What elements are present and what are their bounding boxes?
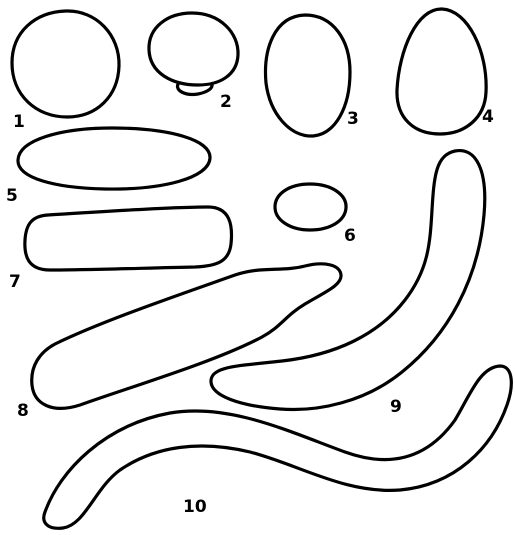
shape-1-outline bbox=[12, 11, 119, 117]
shape-5-outline bbox=[18, 128, 210, 189]
shape-3-number: 3 bbox=[347, 109, 359, 129]
shape-9: 9 bbox=[211, 151, 485, 417]
shape-1-number: 1 bbox=[13, 112, 25, 132]
shape-10: 10 bbox=[44, 366, 512, 528]
shape-7: 7 bbox=[9, 207, 232, 292]
shape-7-outline bbox=[25, 207, 232, 270]
shape-3-outline bbox=[266, 15, 350, 136]
shape-3: 3 bbox=[266, 15, 359, 136]
shape-5-number: 5 bbox=[6, 186, 18, 206]
shape-8-number: 8 bbox=[17, 401, 29, 421]
shape-2: 2 bbox=[149, 13, 238, 112]
shape-9-number: 9 bbox=[390, 397, 402, 417]
shape-5: 5 bbox=[6, 128, 210, 206]
shape-4: 4 bbox=[397, 9, 494, 134]
shape-4-number: 4 bbox=[482, 107, 494, 127]
shape-2-number: 2 bbox=[220, 92, 232, 112]
shape-8-outline bbox=[32, 264, 341, 408]
shape-2-outline bbox=[149, 13, 238, 85]
shape-7-number: 7 bbox=[9, 272, 21, 292]
shape-8: 8 bbox=[17, 264, 341, 421]
shape-6: 6 bbox=[275, 184, 356, 246]
shape-9-outline bbox=[211, 151, 485, 410]
shape-1: 1 bbox=[12, 11, 119, 132]
shape-10-outline bbox=[44, 366, 512, 528]
shape-10-number: 10 bbox=[183, 497, 207, 517]
shape-6-outline bbox=[275, 184, 346, 230]
shape-6-number: 6 bbox=[344, 226, 356, 246]
shape-4-outline bbox=[397, 9, 486, 134]
